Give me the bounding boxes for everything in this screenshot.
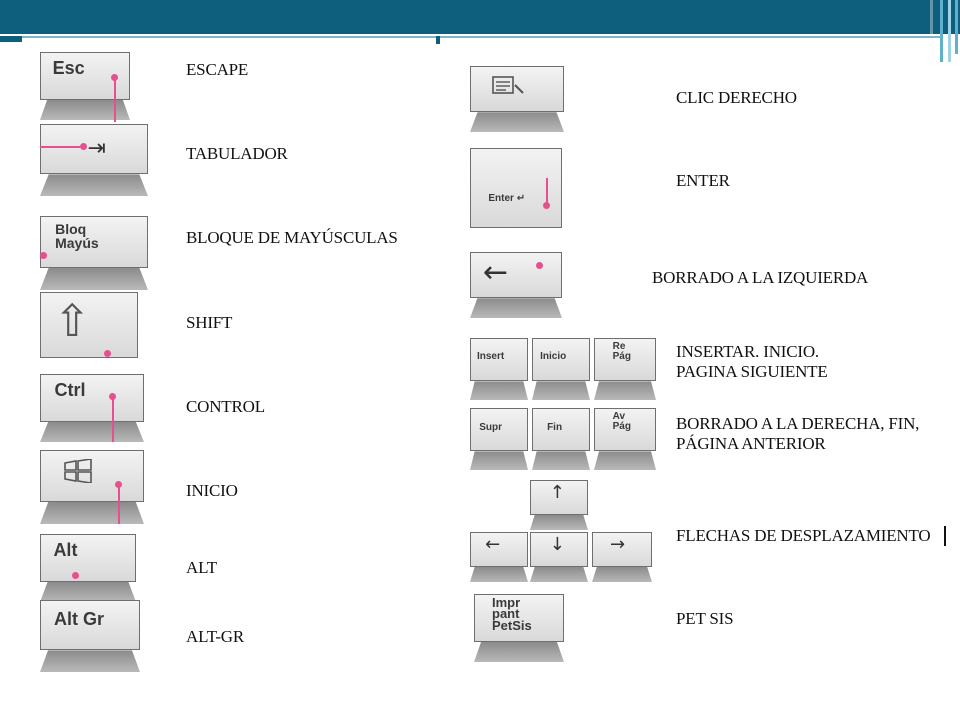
key-context-menu: [470, 66, 564, 132]
label-enter: ENTER: [676, 171, 730, 190]
key-arrow-right: →: [592, 532, 652, 582]
key-legend: Enter ↵: [488, 193, 526, 205]
key-legend: Fin: [547, 421, 563, 433]
key-page-up: Re Pág: [594, 338, 656, 400]
left-arrow-icon: ←: [485, 534, 501, 555]
label-alt: ALT: [186, 558, 217, 577]
divider-line-right: [440, 36, 940, 38]
key-insert: Insert: [470, 338, 528, 400]
divider-line-left: [22, 36, 436, 38]
label-alt-gr: ALT-GR: [186, 627, 245, 646]
label-clic-derecho: CLIC DERECHO: [676, 88, 797, 107]
decor-stripe: [940, 0, 943, 62]
key-arrow-down: ↓: [530, 532, 588, 582]
label-pet-sis: PET SIS: [676, 609, 734, 628]
key-backspace: ←: [470, 252, 562, 318]
key-legend: Bloq Mayús: [55, 220, 99, 251]
key-delete: Supr: [470, 408, 528, 470]
key-end: Fin: [532, 408, 590, 470]
label-shift: SHIFT: [186, 313, 233, 332]
key-alt: Alt: [40, 534, 136, 602]
left-arrow-icon: ←: [482, 254, 509, 290]
top-bar-accent-left: [0, 36, 22, 42]
key-legend: Alt Gr: [54, 609, 105, 630]
key-print-screen: Impr pant PetSis: [474, 594, 564, 662]
shift-arrow-icon: ⇧: [53, 295, 91, 347]
key-shift: ⇧: [40, 292, 138, 358]
text-cursor: [944, 526, 946, 546]
label-control: CONTROL: [186, 397, 265, 416]
top-bar-accent-middle: [436, 36, 440, 44]
key-legend: Impr pant PetSis: [492, 594, 532, 634]
key-home: Inicio: [532, 338, 590, 400]
key-ctrl: Ctrl: [40, 374, 144, 442]
key-arrow-left: ←: [470, 532, 528, 582]
top-bar: [0, 0, 960, 34]
label-tabulador: TABULADOR: [186, 144, 288, 163]
up-arrow-icon: ↑: [549, 482, 565, 503]
menu-icon: [491, 76, 524, 95]
label-borrado-izquierda: BORRADO A LA IZQUIERDA: [652, 268, 869, 287]
key-legend: Inicio: [540, 350, 567, 362]
key-esc: Esc: [40, 52, 130, 122]
key-alt-gr: Alt Gr: [40, 600, 140, 672]
key-legend: Re Pág: [612, 340, 631, 362]
key-tab: ⇥: [40, 124, 148, 196]
key-windows: [40, 450, 144, 524]
tab-arrow-icon: ⇥: [87, 135, 106, 161]
key-legend: Supr: [479, 421, 503, 433]
label-inicio: INICIO: [186, 481, 238, 500]
label-insertar-inicio-pagina: INSERTAR. INICIO. PAGINA SIGUIENTE: [676, 342, 828, 381]
key-page-down: Av Pág: [594, 408, 656, 470]
key-legend: Esc: [52, 57, 85, 78]
key-legend: Insert: [476, 350, 505, 362]
key-enter: Enter ↵: [470, 148, 562, 228]
key-legend: Av Pág: [612, 410, 631, 432]
windows-icon: [64, 458, 92, 483]
key-caps-lock: Bloq Mayús: [40, 216, 148, 290]
decor-stripe: [948, 0, 951, 62]
right-arrow-icon: →: [610, 534, 626, 555]
key-legend: Alt: [53, 539, 78, 560]
label-borrado-derecha-fin-pagina: BORRADO A LA DERECHA, FIN, PÁGINA ANTERI…: [676, 414, 920, 453]
key-legend: Ctrl: [54, 379, 86, 400]
label-escape: ESCAPE: [186, 60, 249, 79]
down-arrow-icon: ↓: [549, 534, 565, 555]
decor-stripe: [930, 0, 933, 34]
label-flechas-desplazamiento: FLECHAS DE DESPLAZAMIENTO: [676, 526, 931, 545]
decor-stripe: [955, 0, 958, 54]
key-arrow-up: ↑: [530, 480, 588, 530]
label-bloque-mayusculas: BLOQUE DE MAYÚSCULAS: [186, 228, 398, 247]
